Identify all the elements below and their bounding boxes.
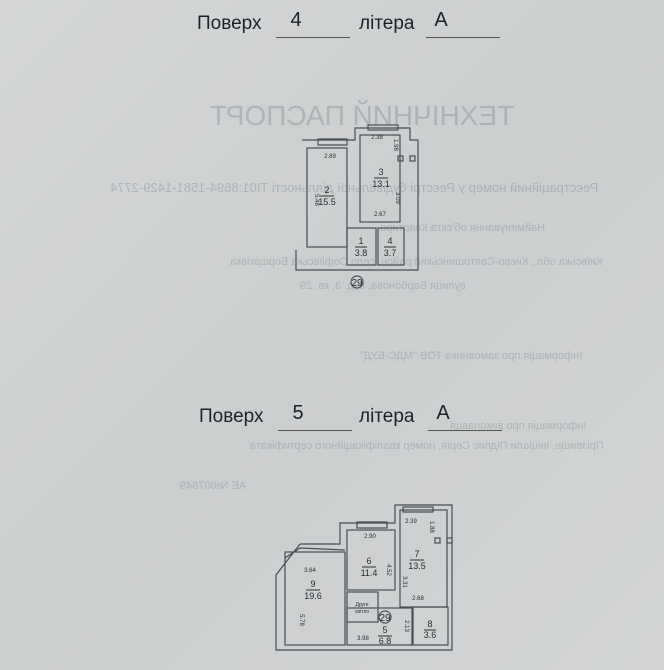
room-number: 9 [310,579,315,589]
room-area: 11.4 [361,568,378,578]
dimension: 3.09 [394,192,400,204]
floor5-label: Поверх [199,406,264,427]
floor5-letter-label: літера [359,406,415,427]
floor4-letter-underline [426,37,500,38]
dimension: 5.48 [313,194,319,206]
floor4-room-3 [359,134,401,223]
dimension: 1.98 [392,139,398,151]
room-area: 3.8 [355,248,368,258]
dimension: 4.52 [385,564,391,576]
second-light-label: Друге [355,602,368,608]
room-area: 3.6 [424,630,437,640]
dimension: 3.98 [357,636,369,642]
dimension: 1.88 [428,521,434,533]
floor4-apartment-circle [350,275,364,289]
room-area: 6.8 [379,636,392,646]
second-light-label: світло [355,609,369,615]
room-number: 8 [427,619,432,629]
room-number: 1 [358,236,363,246]
floor5-room-5 [346,607,413,646]
floor5-apartment-circle [378,610,392,624]
room-number: 5 [382,625,387,635]
floor5-room-6 [346,529,396,591]
floor5-plan [275,504,453,651]
floor5-room-8 [412,606,449,646]
floor4-window [317,138,348,146]
room-area: 13.1 [372,179,390,189]
dimension: 2.89 [324,154,336,160]
floor5-balcony-window [402,506,434,513]
floor4-underline [276,37,350,38]
floor4-label: Поверх [197,13,262,34]
floor5-letter-value: А [436,402,450,424]
room-area: 3.7 [384,248,397,258]
room-number: 6 [366,556,371,566]
floor5-value: 5 [292,402,304,424]
dimension: 3.64 [304,568,316,574]
floor5-second-light [346,591,379,623]
room-number: 3 [378,167,383,177]
floor5-room-9 [284,551,346,646]
floor4-plan [295,124,419,289]
dimension: 3.31 [401,576,407,588]
dimension: 2.68 [412,596,424,602]
dimension: 5.78 [298,614,304,626]
floor5-window [356,521,388,529]
dimension: 2.90 [364,534,376,540]
dimension: 2.39 [405,519,417,525]
room-area: 19.6 [304,591,322,601]
floor4-letter-label: літера [359,13,415,34]
floor4-room-4 [377,227,405,266]
floor4-room-2 [306,147,348,248]
room-number: 2 [324,185,329,195]
room-number: 4 [387,236,392,246]
dimension: 2.67 [374,212,386,218]
room-number: 7 [414,549,419,559]
floor4-room-1 [346,227,377,266]
dimension: 2.38 [371,135,383,141]
floor5-apartment-number: 29 [379,613,391,624]
floor5-underline [278,430,352,431]
room-area: 15.5 [318,197,336,207]
dimension: 2.13 [403,620,409,632]
floor5-letter-underline [428,430,502,431]
room-area: 13.5 [408,561,426,571]
floor4-apartment-number: 29 [351,278,363,289]
floor4-letter-value: А [434,9,448,31]
floor4-balcony-window [367,124,399,131]
floor4-value: 4 [290,9,302,31]
